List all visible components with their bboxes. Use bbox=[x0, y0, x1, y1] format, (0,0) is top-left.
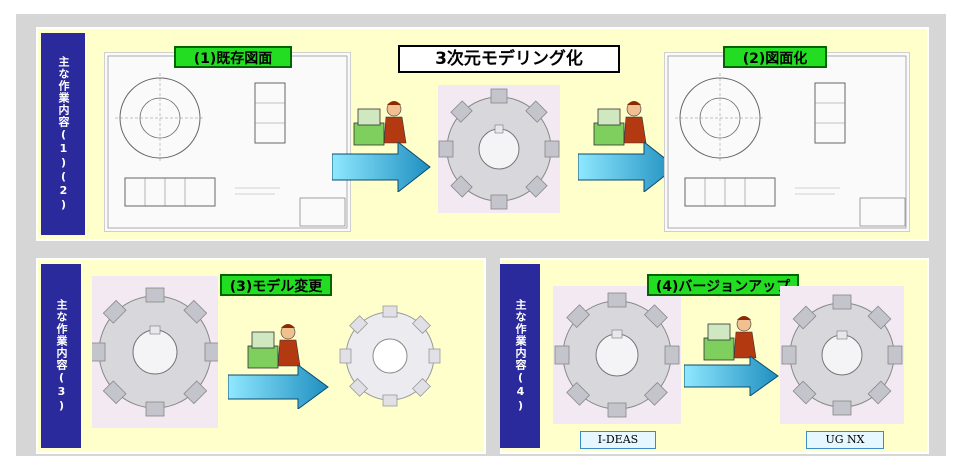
tag-model-change: (3)モデル変更 bbox=[220, 274, 332, 296]
arrow-model-change bbox=[228, 365, 329, 409]
gear-3d-model-image bbox=[438, 85, 560, 213]
tag-drawing: (2)図面化 bbox=[723, 46, 827, 68]
worker-icon bbox=[703, 316, 757, 361]
arrow-to-3d bbox=[332, 142, 431, 192]
gear-ugnx-image bbox=[780, 286, 904, 424]
title-3d-modeling: 3次元モデリング化 bbox=[398, 45, 620, 73]
worker-icon bbox=[353, 101, 407, 146]
bottom-left-side-label: 主な作業内容(3) bbox=[41, 264, 81, 448]
gear-original-image bbox=[90, 276, 220, 428]
label-ugnx: UG NX bbox=[806, 431, 884, 449]
gear-ideas-image bbox=[553, 286, 681, 424]
gear-modified-image bbox=[334, 296, 446, 416]
arrow-version-up bbox=[684, 356, 779, 396]
tag-version-up: (4)バージョンアップ bbox=[647, 274, 799, 296]
tag-existing-drawing: (1)既存図面 bbox=[174, 46, 292, 68]
top-panel-side-label: 主な作業内容(1)(2) bbox=[41, 33, 85, 235]
label-ideas: I-DEAS bbox=[580, 431, 656, 449]
worker-icon bbox=[593, 101, 647, 146]
worker-icon bbox=[247, 324, 301, 369]
arrow-to-drawing bbox=[578, 142, 677, 192]
bottom-right-side-label: 主な作業内容(4) bbox=[500, 264, 540, 448]
existing-drawing-image bbox=[104, 52, 351, 232]
new-drawing-image bbox=[664, 52, 910, 232]
